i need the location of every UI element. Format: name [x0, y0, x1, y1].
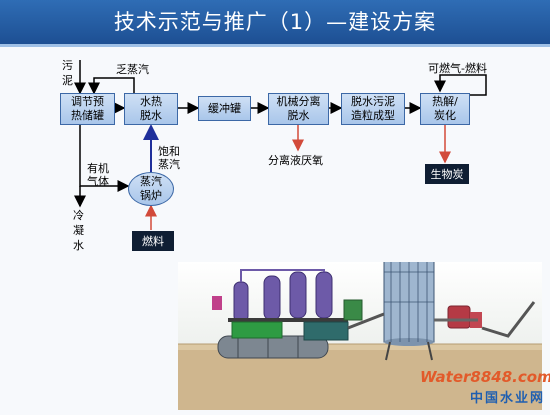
title-bar	[0, 0, 550, 44]
box-steam-boiler: 蒸汽 锅炉	[128, 172, 174, 206]
box-tiaojie-preheat-tank: 调节预 热储罐	[60, 93, 115, 125]
label-sludge: 污 泥	[62, 59, 73, 87]
box-pyrolysis: 热解/ 炭化	[420, 93, 470, 125]
watermark-brand: Water8848.com	[420, 368, 550, 386]
box-mechanical-separation: 机械分离 脱水	[268, 93, 329, 125]
output-fuel: 燃料	[132, 231, 174, 251]
plant-3d-illustration	[178, 262, 542, 410]
label-separation-liquid: 分离液厌氧	[268, 154, 323, 167]
box-buffer-tank: 缓冲罐	[198, 96, 251, 121]
box-pelletizing: 脱水污泥 造粒成型	[341, 93, 405, 125]
box-hydrothermal-dewatering: 水热 脱水	[124, 93, 178, 125]
output-biochar: 生物炭	[425, 164, 469, 184]
label-exhaust-steam: 乏蒸汽	[116, 63, 149, 76]
watermark-site: 中国水业网	[469, 391, 545, 406]
label-organic-gas: 有机 气体	[87, 162, 109, 188]
title-underline	[0, 44, 550, 47]
slide-title: 技术示范与推广（1）—建设方案	[113, 10, 437, 34]
label-condensate: 冷 凝 水	[73, 209, 84, 252]
label-combustible-gas: 可燃气-燃料	[428, 62, 487, 75]
label-saturated-steam: 饱和 蒸汽	[158, 145, 180, 171]
plant-equipment-drawing	[178, 262, 542, 410]
